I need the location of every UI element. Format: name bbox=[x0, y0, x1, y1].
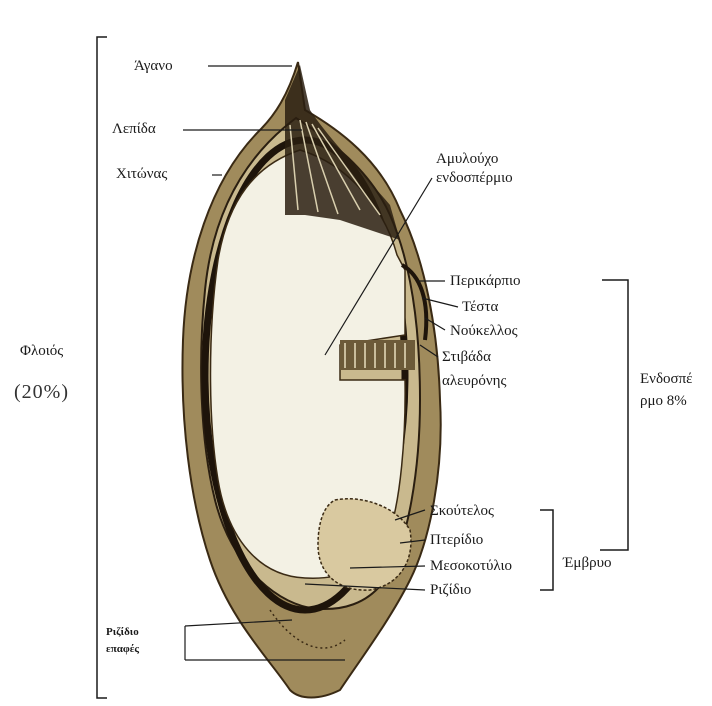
label-radicle: Ριζίδιο bbox=[430, 581, 471, 599]
aleurone-band bbox=[340, 340, 415, 370]
label-pericarp: Περικάρπιο bbox=[450, 272, 521, 290]
label-awn: Άγανο bbox=[134, 57, 173, 75]
label-starchy-endosperm-1: Αμυλούχο bbox=[436, 150, 498, 168]
label-endosperm-2: ρμο 8% bbox=[640, 392, 687, 410]
label-testa: Τέστα bbox=[462, 298, 498, 316]
label-scutellum: Σκούτελος bbox=[430, 502, 494, 520]
label-embryo: Έμβρυο bbox=[563, 554, 612, 572]
label-lemma: Λεπίδα bbox=[112, 120, 156, 138]
bracket-endosperm bbox=[600, 280, 628, 550]
label-palea: Χιτώνας bbox=[116, 165, 167, 183]
label-hull-percent: (20%) bbox=[14, 383, 69, 401]
label-hull: Φλοιός bbox=[20, 342, 63, 360]
label-rachilla-2: επαφές bbox=[106, 642, 139, 656]
bracket-embryo bbox=[540, 510, 553, 590]
bracket-hull bbox=[97, 37, 107, 698]
label-nucellus: Νούκελλος bbox=[450, 322, 518, 340]
label-aleurone-1: Στιβάδα bbox=[442, 348, 491, 366]
label-mesocotyl: Μεσοκοτύλιο bbox=[430, 557, 512, 575]
label-aleurone-2: αλευρόνης bbox=[442, 372, 506, 390]
label-starchy-endosperm-2: ενδοσπέρμιο bbox=[436, 169, 513, 187]
label-rachilla-1: Ριζίδιο bbox=[106, 625, 139, 639]
label-plumule: Πτερίδιο bbox=[430, 531, 483, 549]
label-endosperm-1: Ενδοσπέ bbox=[640, 370, 692, 388]
lemma-tip bbox=[285, 65, 400, 240]
